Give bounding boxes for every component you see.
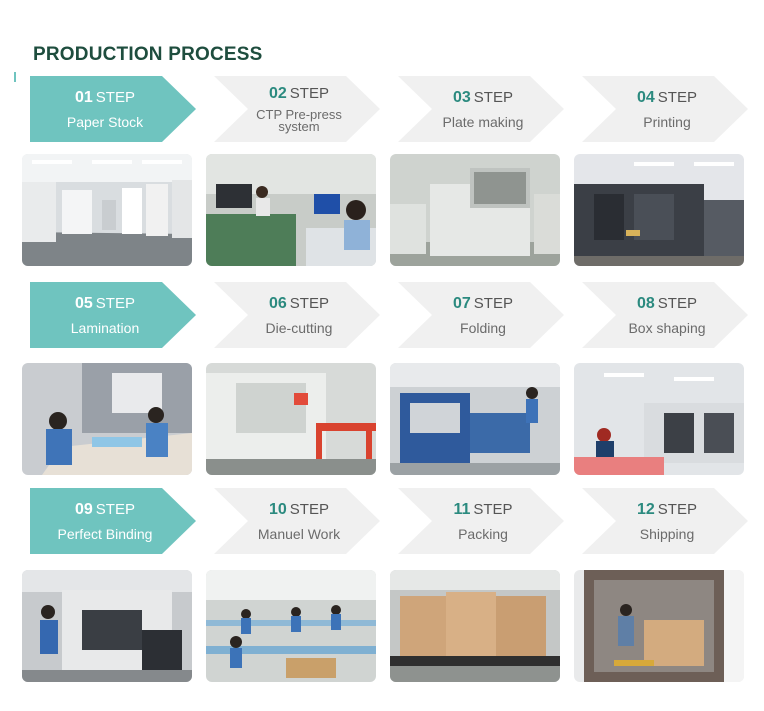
step-arrow-shape	[30, 282, 196, 348]
step-arrow-shape	[582, 488, 748, 554]
photo-lamination	[22, 363, 192, 475]
step-label: Paper Stock	[66, 114, 144, 130]
photo-paper-stock	[22, 154, 192, 266]
step-number: 11	[453, 501, 471, 518]
photo-perfect-binding	[22, 570, 192, 682]
step-arrow-shape	[398, 488, 564, 554]
photo-shipping	[574, 570, 744, 682]
step-number: 07	[453, 295, 471, 312]
step-arrow-shape	[398, 282, 564, 348]
step-number: 04	[637, 89, 655, 106]
step-label: Lamination	[70, 320, 140, 336]
step-arrow-shape	[398, 76, 564, 142]
page-title: PRODUCTION PROCESS	[33, 44, 263, 65]
step-label: CTP Pre-press system	[256, 107, 342, 134]
step-label: Manuel Work	[257, 526, 341, 542]
step-number: 10	[269, 501, 287, 518]
step-label: Die-cutting	[265, 320, 333, 336]
step-word: STEP	[289, 295, 329, 312]
step-arrow-shape	[214, 282, 380, 348]
step-word: STEP	[289, 85, 329, 102]
step-arrow-shape	[214, 488, 380, 554]
step-number: 08	[637, 295, 655, 312]
step-word: STEP	[289, 501, 329, 518]
step-arrow-shape	[30, 488, 196, 554]
step-label: Shipping	[639, 526, 695, 542]
step-arrow-shape	[30, 76, 196, 142]
step-label: Printing	[643, 114, 691, 130]
step-arrow-shape	[214, 76, 380, 142]
step-number: 06	[269, 295, 287, 312]
step-number: 05	[75, 295, 93, 312]
photo-plate-making	[390, 154, 560, 266]
step-label: Folding	[460, 320, 506, 336]
step-arrow-shape	[582, 282, 748, 348]
step-label: Perfect Binding	[57, 526, 153, 542]
photo-ctp-prepress	[206, 154, 376, 266]
photo-box-shaping	[574, 363, 744, 475]
step-arrow-shape	[582, 76, 748, 142]
photo-manual-work	[206, 570, 376, 682]
step-label: Plate making	[442, 114, 524, 130]
step-number: 02	[269, 85, 287, 102]
step-number: 03	[453, 89, 471, 106]
step-number: 12	[637, 501, 655, 518]
step-number: 01	[75, 89, 93, 106]
step-label: Box shaping	[628, 320, 706, 336]
step-word: STEP	[95, 89, 135, 106]
step-word: STEP	[473, 501, 513, 518]
step-word: STEP	[657, 501, 697, 518]
decorative-mark	[14, 72, 16, 82]
step-word: STEP	[657, 295, 697, 312]
photo-packing	[390, 570, 560, 682]
step-word: STEP	[473, 89, 513, 106]
photo-folding	[390, 363, 560, 475]
step-word: STEP	[95, 501, 135, 518]
step-word: STEP	[473, 295, 513, 312]
photo-printing	[574, 154, 744, 266]
step-number: 09	[75, 501, 93, 518]
photo-die-cutting	[206, 363, 376, 475]
step-label: Packing	[458, 526, 508, 542]
step-word: STEP	[95, 295, 135, 312]
step-word: STEP	[657, 89, 697, 106]
